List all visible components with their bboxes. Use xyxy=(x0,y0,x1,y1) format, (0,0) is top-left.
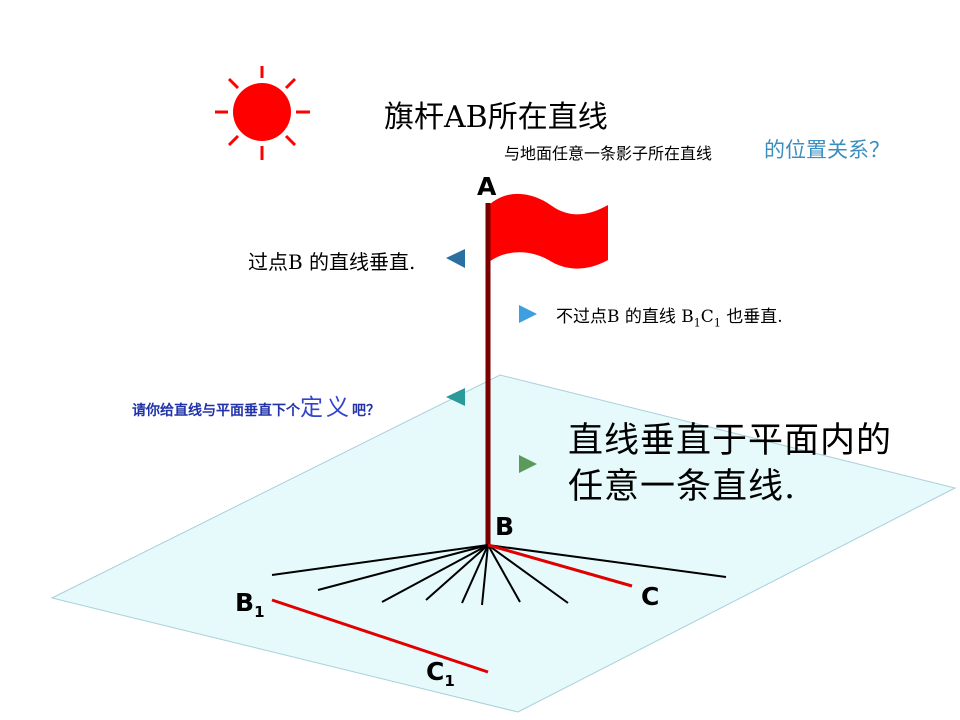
ground-plane xyxy=(50,374,957,713)
definition-prompt: 请你给直线与平面垂直下个定义吧？ xyxy=(132,388,380,422)
slide-title: 旗杆AB所在直线 xyxy=(384,100,608,135)
prompt-text: 吧？ xyxy=(352,403,380,419)
statement-text: 也垂直. xyxy=(720,307,783,327)
sun-icon xyxy=(215,66,310,160)
label-main: B xyxy=(235,588,255,617)
point-label-b1: B1 xyxy=(235,588,265,621)
statement-text: 不过点B 的直线 B xyxy=(556,307,694,327)
question-text: 的位置关系？ xyxy=(764,138,890,162)
point-label-c: C xyxy=(641,582,660,611)
statement-text: C xyxy=(700,307,714,327)
slide-subtitle: 与地面任意一条影子所在直线 xyxy=(504,144,713,163)
point-label-c1: C1 xyxy=(426,657,455,690)
point-label-b: B xyxy=(495,512,515,541)
statement-not-through-b: 不过点B 的直线 B1C1 也垂直. xyxy=(556,302,783,329)
label-main: C xyxy=(426,657,445,686)
conclusion-line: 任意一条直线. xyxy=(568,467,797,507)
subscript: 1 xyxy=(713,316,721,330)
point-label-a: A xyxy=(477,172,497,201)
arrow-right-icon xyxy=(519,305,537,323)
prompt-keyword: 定义 xyxy=(300,395,352,421)
arrow-left-icon xyxy=(446,249,465,268)
line-b1c1 xyxy=(271,598,489,674)
label-subscript: 1 xyxy=(444,672,455,690)
shadow-lines xyxy=(271,544,727,606)
conclusion-text: 直线垂直于平面内的任意一条直线. xyxy=(568,418,892,510)
subscript: 1 xyxy=(693,316,701,330)
arrow-left-icon xyxy=(446,388,465,406)
label-subscript: 1 xyxy=(254,603,265,621)
conclusion-line: 直线垂直于平面内的 xyxy=(568,421,893,461)
arrow-right-icon xyxy=(519,455,537,473)
line-bc xyxy=(487,543,633,588)
flag-icon xyxy=(489,193,608,269)
prompt-text: 请你给直线与平面垂直下个 xyxy=(132,403,300,419)
statement-through-b: 过点B 的直线垂直. xyxy=(248,250,416,274)
